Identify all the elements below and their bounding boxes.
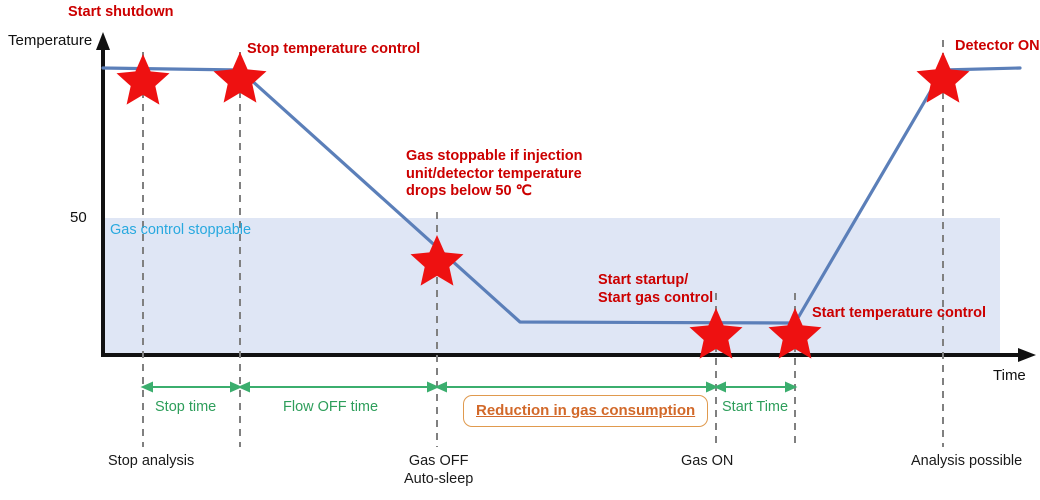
annotation-start-startup: Start startup/ Start gas control (598, 272, 714, 306)
annotation-start-shutdown: Start shutdown (68, 4, 174, 20)
gas-control-stoppable-label: Gas control stoppable (110, 222, 252, 238)
star-markers (116, 52, 970, 359)
star-marker-gas-stoppable (410, 235, 464, 286)
annotation-gas-stoppable: Gas stoppable if injection unit/detector… (406, 148, 583, 200)
annotation-detector-on: Detector ON (955, 38, 1040, 54)
star-marker-start-temperature-control (768, 308, 822, 359)
y-axis-label: Temperature (8, 32, 93, 49)
annotation-start-temperature-control: Start temperature control (812, 305, 987, 321)
interval-label-start-time: Start Time (722, 399, 789, 415)
star-marker-stop-temperature-control (213, 52, 267, 103)
interval-arrows (140, 381, 798, 393)
interval-arrow-stop-time (140, 381, 243, 393)
gas-reduction-callout: Reduction in gas consumption (463, 395, 709, 427)
x-tick-label-gas-off: Gas OFF Auto-sleep (404, 453, 474, 487)
star-marker-detector-on (916, 52, 970, 103)
gas-control-stoppable-band (104, 218, 1000, 355)
temperature-profile-line (101, 66, 1022, 325)
interval-label-flow-off-time: Flow OFF time (283, 399, 379, 415)
star-marker-start-shutdown (116, 54, 170, 105)
interval-arrow-start-time (713, 381, 798, 393)
interval-arrow-gas-reduction (434, 381, 719, 393)
interval-label-stop-time: Stop time (155, 399, 217, 415)
interval-arrow-flow-off-time (237, 381, 440, 393)
x-axis-label: Time (993, 367, 1026, 384)
y-tick-50: 50 (70, 209, 87, 226)
y-axis (96, 32, 110, 356)
x-tick-label-stop-analysis: Stop analysis (108, 453, 195, 469)
x-tick-label-gas-on: Gas ON (681, 453, 734, 469)
star-marker-start-startup (689, 308, 743, 359)
gas-reduction-callout-label: Reduction in gas consumption (476, 402, 696, 419)
annotation-stop-temperature-control: Stop temperature control (247, 41, 421, 57)
x-axis (101, 348, 1036, 362)
x-tick-label-analysis-possible: Analysis possible (911, 453, 1023, 469)
